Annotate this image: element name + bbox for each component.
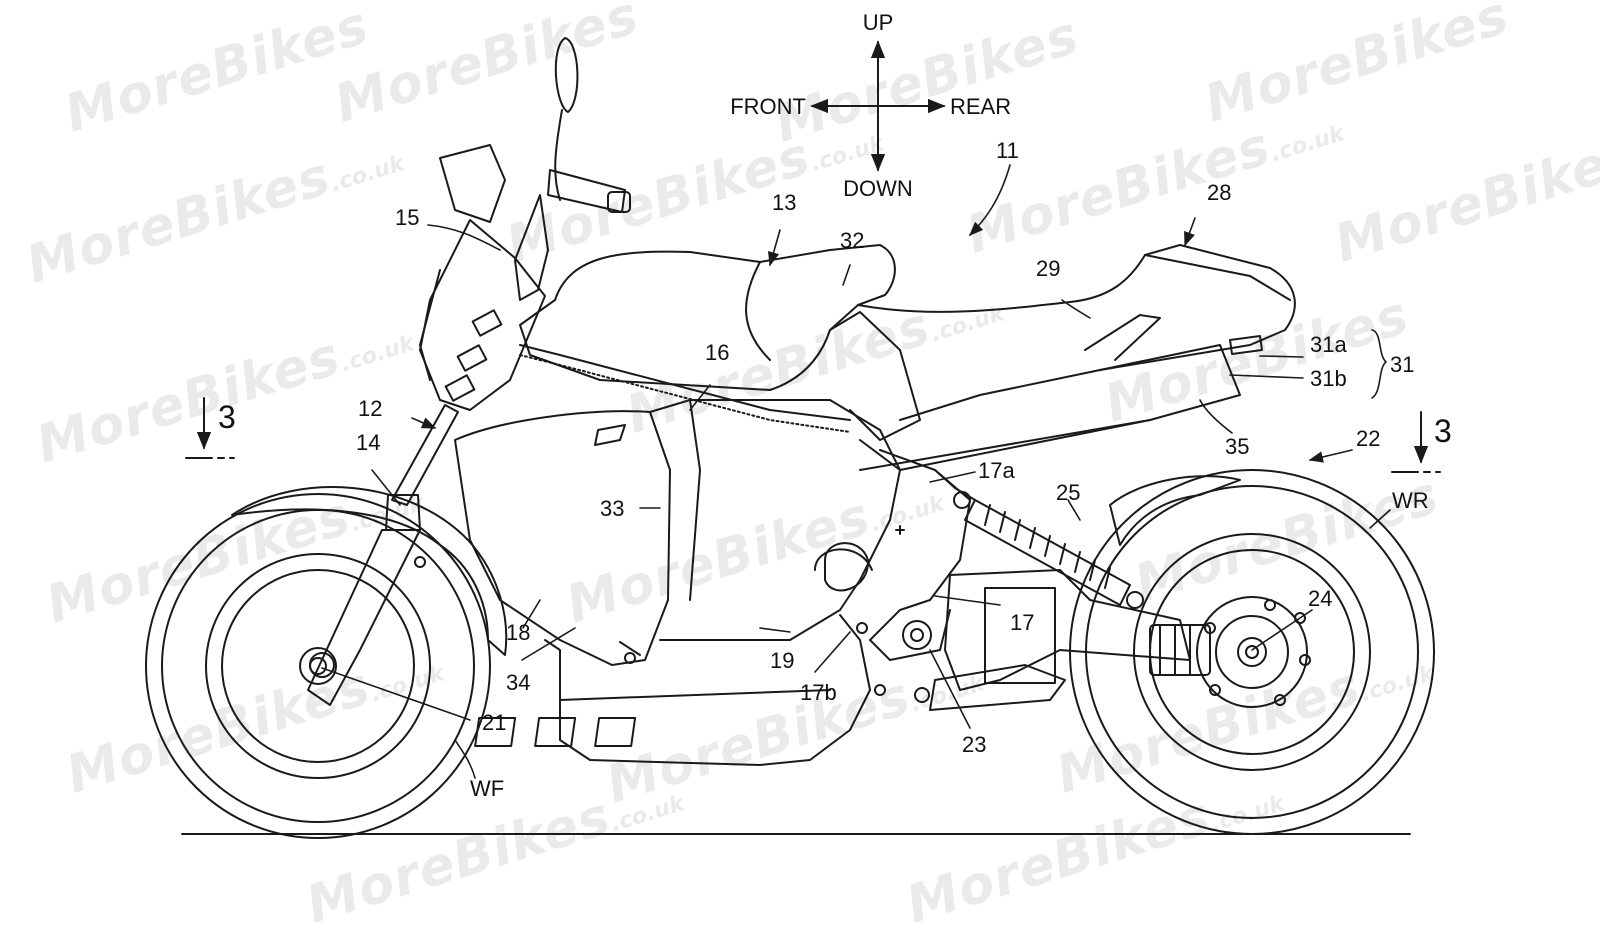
section-mark-left <box>185 397 235 459</box>
rear-hub-motor <box>1149 624 1211 676</box>
label-25: 25 <box>1056 480 1080 505</box>
leader-lines <box>321 164 1391 779</box>
swingarm <box>914 569 1191 711</box>
section-mark-right <box>1391 411 1441 473</box>
label-18: 18 <box>506 620 530 645</box>
front-fender <box>231 486 508 656</box>
reference-numerals: 11 13 32 15 28 29 31a 31 31b 16 12 35 22… <box>356 138 1429 801</box>
direction-down: DOWN <box>843 176 913 201</box>
direction-compass <box>810 40 946 172</box>
tank-body <box>519 244 921 441</box>
label-34: 34 <box>506 670 530 695</box>
direction-up: UP <box>863 10 894 35</box>
label-31: 31 <box>1390 352 1414 377</box>
handlebar-mirror <box>514 37 631 301</box>
patent-drawing: UP DOWN FRONT REAR 3 3 <box>145 10 1452 839</box>
label-17: 17 <box>1010 610 1034 635</box>
label-33: 33 <box>600 496 624 521</box>
label-WR: WR <box>1392 488 1429 513</box>
label-31a: 31a <box>1310 332 1347 357</box>
label-WF: WF <box>470 776 504 801</box>
front-fork <box>307 404 459 706</box>
label-14: 14 <box>356 430 380 455</box>
label-13: 13 <box>772 190 796 215</box>
label-31b: 31b <box>1310 366 1347 391</box>
label-17a: 17a <box>978 458 1015 483</box>
label-23: 23 <box>962 732 986 757</box>
label-24: 24 <box>1308 586 1332 611</box>
label-17b: 17b <box>800 680 837 705</box>
label-15: 15 <box>395 205 419 230</box>
rear-hugger <box>1109 475 1241 546</box>
label-29: 29 <box>1036 256 1060 281</box>
frame <box>814 449 976 696</box>
section-mark-left-label: 3 <box>218 399 236 435</box>
section-mark-right-label: 3 <box>1434 413 1452 449</box>
direction-front: FRONT <box>730 94 806 119</box>
seat-tail <box>857 244 1296 471</box>
battery-housing <box>474 399 901 766</box>
rear-wheel <box>1069 469 1435 835</box>
label-19: 19 <box>770 648 794 673</box>
label-28: 28 <box>1207 180 1231 205</box>
brace-31 <box>1371 329 1387 399</box>
label-35: 35 <box>1225 434 1249 459</box>
front-cowl <box>419 144 546 411</box>
label-22: 22 <box>1356 426 1380 451</box>
direction-rear: REAR <box>950 94 1011 119</box>
rear-shock <box>964 499 1144 609</box>
label-16: 16 <box>705 340 729 365</box>
label-12: 12 <box>358 396 382 421</box>
label-32: 32 <box>840 228 864 253</box>
label-11: 11 <box>996 138 1019 163</box>
side-cover <box>454 410 671 666</box>
label-21: 21 <box>482 710 506 735</box>
